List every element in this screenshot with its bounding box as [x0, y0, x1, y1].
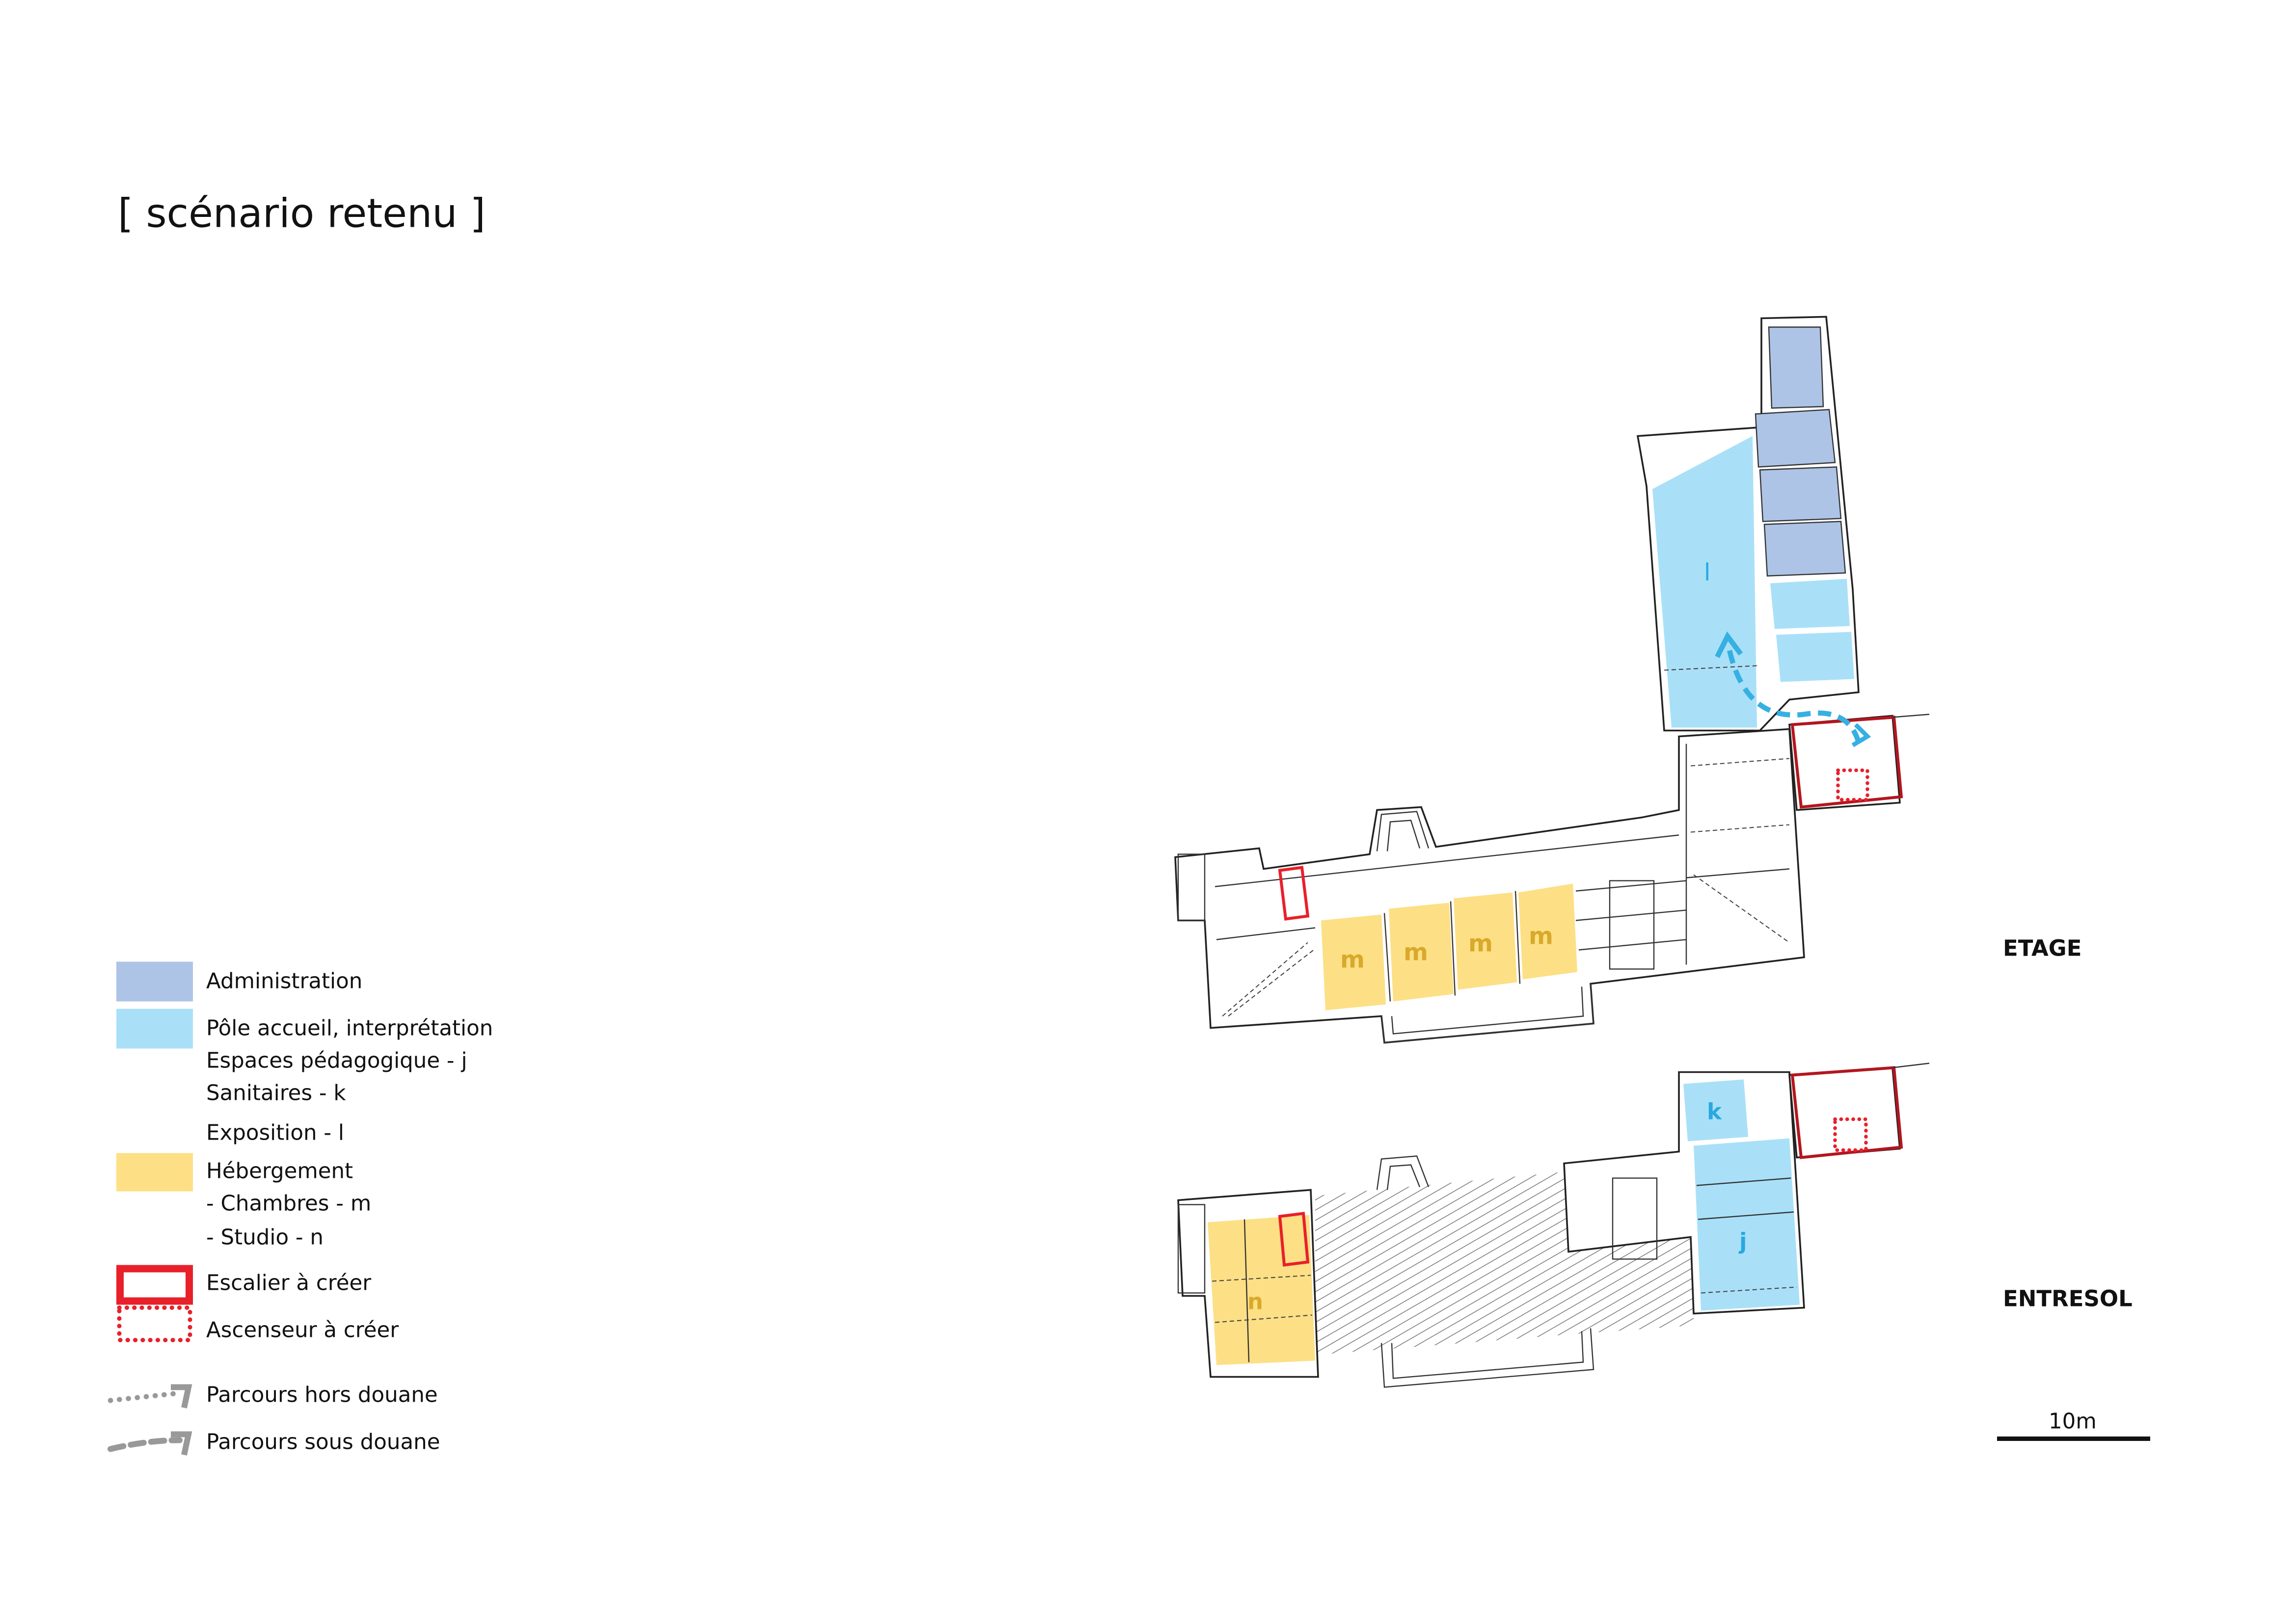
room-label-chambre: m — [1340, 946, 1365, 974]
legend-administration: Administration — [206, 969, 362, 994]
accueil-room — [1770, 579, 1850, 629]
legend-chambres: - Chambres - m — [206, 1192, 371, 1216]
legend-ascenseur: Ascenseur à créer — [206, 1318, 399, 1343]
admin-room — [1755, 409, 1836, 468]
page-title: [ scénario retenu ] — [118, 191, 486, 237]
stair-to-create — [1278, 1212, 1310, 1267]
room-label-studio: n — [1247, 1289, 1263, 1315]
legend-parcours-sous: Parcours sous douane — [206, 1430, 440, 1455]
legend-espaces-pedagogique: Espaces pédagogique - j — [206, 1049, 467, 1073]
admin-room — [1759, 466, 1842, 522]
plan-entresol: n k j — [1177, 1063, 1930, 1388]
floor-label-etage: ETAGE — [2003, 935, 2081, 961]
floor-label-entresol: ENTRESOL — [2003, 1286, 2133, 1312]
stair-to-create — [1278, 866, 1310, 921]
room-label-sanitaires: k — [1707, 1099, 1722, 1125]
scale-bar-label: 10m — [2049, 1410, 2097, 1434]
stair-to-create — [1790, 716, 1903, 809]
legend: Administration Pôle accueil, interprétat… — [108, 961, 493, 1456]
sanitaires-room — [1683, 1079, 1748, 1142]
chambre-room — [1518, 883, 1577, 980]
room-label-exposition: l — [1704, 559, 1710, 586]
admin-room — [1768, 326, 1824, 409]
legend-swatch-escalier — [116, 1265, 193, 1305]
pedagogique-area — [1694, 1138, 1800, 1311]
legend-pole-accueil: Pôle accueil, interprétation — [206, 1016, 493, 1041]
plan-etage: l m m m m — [1174, 316, 1930, 1044]
accueil-room — [1776, 632, 1854, 682]
legend-studio: - Studio - n — [206, 1225, 324, 1250]
legend-swatch-administration — [116, 961, 193, 1002]
legend-swatch-ascenseur — [117, 1305, 192, 1342]
chambre-room — [1321, 914, 1386, 1011]
chambre-room — [1454, 892, 1517, 990]
legend-swatch-pole-accueil — [116, 1009, 193, 1049]
admin-room — [1763, 521, 1846, 577]
legend-swatch-hebergement — [116, 1153, 193, 1192]
route-sous-douane-arrow — [1726, 647, 1862, 744]
dotted-arrow-icon — [108, 1384, 192, 1409]
legend-hebergement: Hébergement — [206, 1159, 353, 1184]
room-label-chambre: m — [1468, 930, 1493, 958]
room-label-chambre: m — [1529, 923, 1553, 950]
stair-to-create — [1790, 1066, 1903, 1159]
legend-parcours-hors: Parcours hors douane — [206, 1383, 438, 1408]
room-label-chambre: m — [1404, 939, 1428, 966]
legend-sanitaires: Sanitaires - k — [206, 1081, 346, 1106]
dashed-arrow-icon — [108, 1431, 192, 1456]
scale-bar: 10m — [1997, 1410, 2150, 1441]
studio-room — [1208, 1215, 1315, 1365]
elevator-to-create — [1833, 1117, 1868, 1152]
legend-exposition: Exposition - l — [206, 1121, 344, 1145]
legend-escalier: Escalier à créer — [206, 1271, 371, 1296]
chambre-room — [1389, 903, 1454, 1002]
elevator-to-create — [1836, 768, 1869, 802]
room-label-pedagogique: j — [1738, 1228, 1747, 1254]
